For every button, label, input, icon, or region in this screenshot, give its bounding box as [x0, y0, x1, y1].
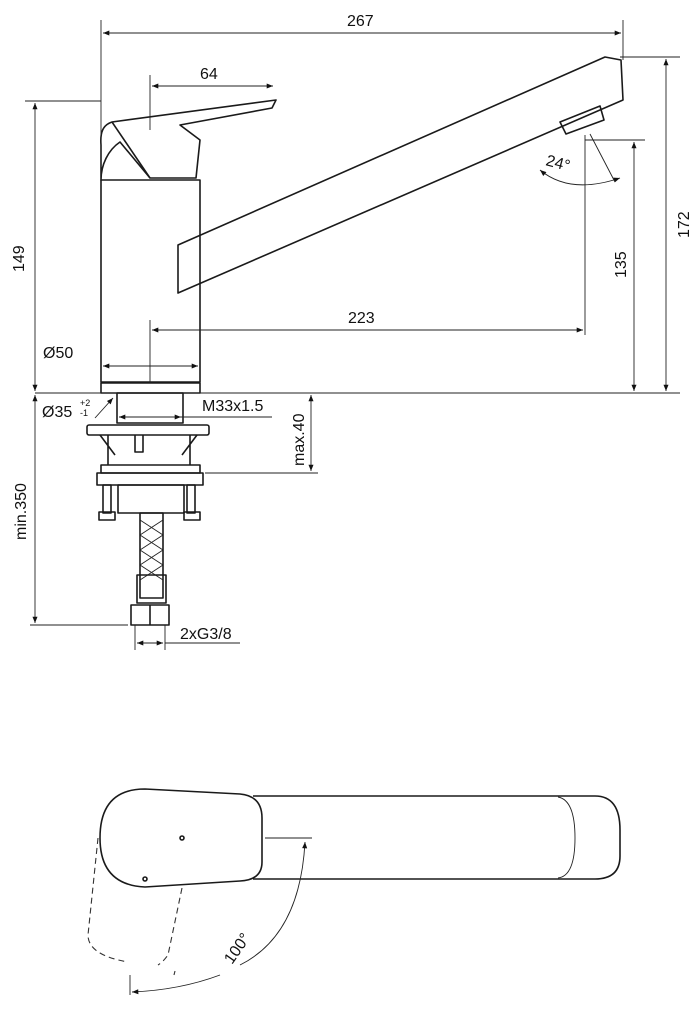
dim-max-deck: max.40	[291, 413, 308, 466]
dim-spout-reach: 223	[348, 310, 375, 327]
dim-body-diameter: Ø50	[43, 345, 73, 362]
aerator	[559, 105, 605, 135]
threaded-shank	[116, 392, 184, 424]
dim-hole-tol-plus: +2	[80, 398, 90, 408]
dim-outlet-height: 135	[613, 251, 630, 278]
dim-handle-length: 64	[200, 66, 218, 83]
dim-overall-length: 267	[347, 13, 374, 30]
faucet-front-view: 267 64 172 149 135 223 24° Ø50 Ø35 +2 -1…	[11, 13, 692, 650]
faucet-body	[100, 179, 201, 383]
base-plate	[100, 382, 201, 394]
handle-top	[99, 788, 263, 888]
fixing-plate	[86, 424, 210, 436]
dim-hole-tol-minus: -1	[80, 408, 88, 418]
dim-handle-rotation: 100°	[221, 930, 254, 967]
nut-body	[117, 484, 185, 514]
lever-handle	[100, 99, 277, 181]
handle-rotated-outline	[87, 837, 183, 976]
faucet-top-view: 100°	[87, 788, 621, 995]
braided-hose	[139, 512, 164, 599]
spout	[177, 56, 624, 294]
dim-body-height: 149	[11, 245, 28, 272]
nut-ring	[100, 464, 201, 474]
dim-min-hose: min.350	[13, 483, 30, 540]
spout-top	[253, 795, 621, 880]
dim-overall-height: 172	[676, 211, 692, 238]
dim-connections: 2xG3/8	[180, 626, 232, 643]
dim-spout-angle: 24°	[544, 152, 572, 175]
dim-thread: M33x1.5	[202, 398, 263, 415]
dim-hole-diameter: Ø35	[42, 404, 72, 421]
